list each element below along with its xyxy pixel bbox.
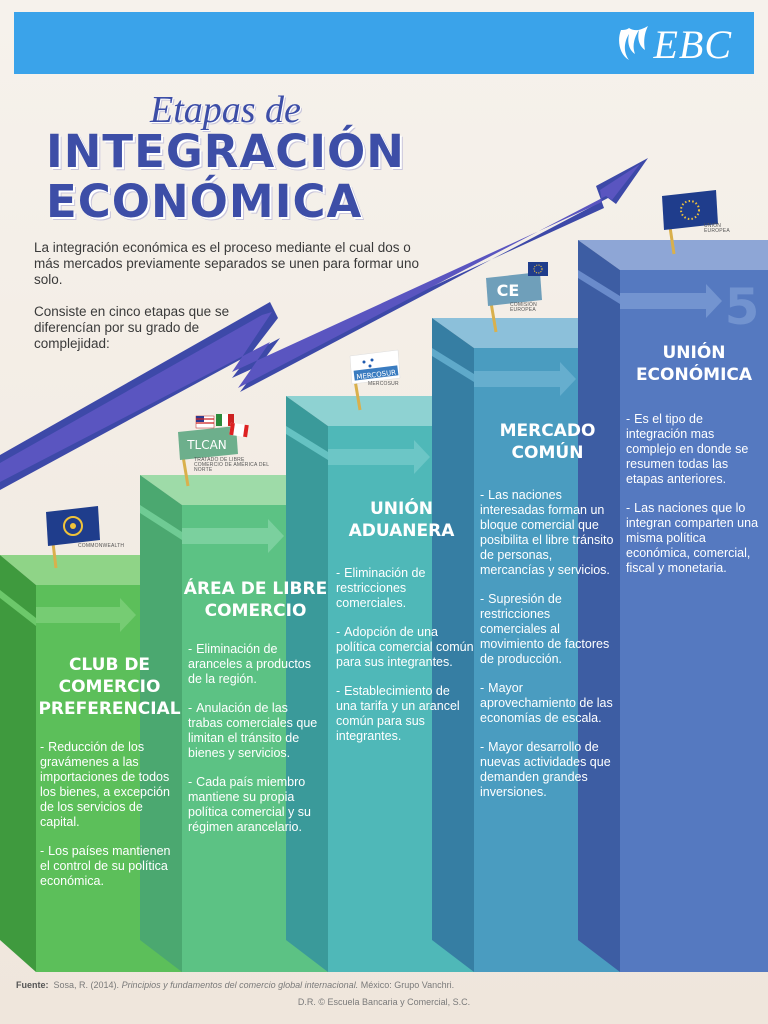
title-line-2: INTEGRACIÓN (46, 125, 405, 178)
intro-paragraph-2: Consiste en cinco etapas que se diferenc… (34, 304, 230, 351)
source-citation: Fuente: Sosa, R. (2014). Principios y fu… (16, 980, 455, 990)
stage-1-column: CLUB DE COMERCIO PREFERENCIAL -Reducción… (36, 654, 183, 903)
mercosur-flag-label: MERCOSUR (368, 381, 399, 387)
bullet-item: -Las naciones interesadas forman un bloq… (480, 488, 614, 577)
bullet-item: -Adopción de una política comercial comú… (336, 625, 474, 669)
stage-1-bullets: -Reducción de los gravámenes a las impor… (36, 740, 180, 889)
stage-2-column: ÁREA DE LIBRE COMERCIO -Eliminación de a… (182, 578, 329, 849)
bullet-item: -Los países mantienen el control de su p… (40, 844, 171, 888)
step-number-5: 5 (725, 278, 760, 336)
title-line-1: Etapas de (150, 89, 301, 131)
step-5-block: 5 (578, 240, 768, 972)
copyright-notice: D.R. © Escuela Bancaria y Comercial, S.C… (297, 997, 471, 1007)
stage-5-title: UNIÓN ECONÓMICA (635, 343, 753, 385)
eu-flag-label: UNIÓN EUROPEA (704, 223, 730, 234)
bullet-item: -Mayor aprovechamiento de las economías … (480, 681, 613, 725)
header-bar: EBC (14, 12, 754, 74)
stage-4-column: MERCADO COMÚN -Las naciones interesadas … (474, 420, 621, 814)
bullet-item: -Supresión de restricciones comerciales … (480, 592, 610, 666)
ce-flag-icon: CE (486, 262, 548, 333)
stage-1-title: CLUB DE COMERCIO PREFERENCIAL (38, 655, 181, 719)
tlcan-flag-icon: TLCAN (178, 414, 249, 487)
mercosur-flag-icon: MERCOSUR (349, 349, 401, 411)
ce-flag-label: COMISIÓN EUROPEA (510, 302, 537, 313)
tlcan-flag-label: TRATADO DE LIBRE COMERCIO DE AMÉRICA DEL… (194, 457, 269, 473)
ce-flag-text: CE (497, 281, 520, 300)
bullet-item: -Reducción de los gravámenes a las impor… (40, 740, 170, 829)
eu-flag-icon (662, 190, 718, 255)
commonwealth-flag-icon (46, 506, 100, 569)
stage-4-bullets: -Las naciones interesadas forman un bloq… (474, 488, 620, 800)
ebc-logo[interactable]: EBC (615, 21, 732, 67)
bullet-item: -Eliminación de aranceles a productos de… (188, 642, 311, 686)
bullet-item: -Es el tipo de integración mas complejo … (626, 412, 749, 486)
tlcan-flag-text: TLCAN (186, 438, 227, 452)
logo-text: EBC (653, 21, 732, 67)
stage-3-column: UNIÓN ADUANERA -Eliminación de restricci… (328, 498, 475, 758)
bullet-item: -Establecimiento de una tarifa y un aran… (336, 684, 460, 743)
bullet-item: -Las naciones que lo integran comparten … (626, 501, 759, 575)
stage-3-bullets: -Eliminación de restricciones comerciale… (328, 566, 474, 744)
stage-2-bullets: -Eliminación de aranceles a productos de… (182, 642, 326, 835)
stage-5-column: UNIÓN ECONÓMICA -Es el tipo de integraci… (620, 342, 768, 590)
stage-5-bullets: -Es el tipo de integración mas complejo … (620, 412, 766, 576)
flame-logo-icon (619, 26, 649, 60)
title-line-3: ECONÓMICA (46, 175, 363, 228)
bullet-item: -Cada país miembro mantiene su propia po… (188, 775, 311, 834)
bullet-item: -Eliminación de restricciones comerciale… (336, 566, 426, 610)
stage-2-title: ÁREA DE LIBRE COMERCIO (183, 579, 328, 621)
stage-3-title: UNIÓN ADUANERA (348, 499, 455, 541)
intro-paragraph: La integración económica es el proceso m… (34, 240, 419, 287)
bullet-item: -Anulación de las trabas comerciales que… (188, 701, 318, 760)
commonwealth-flag-label: COMMONWEALTH (78, 543, 125, 549)
stage-4-title: MERCADO COMÚN (499, 421, 596, 463)
bullet-item: -Mayor desarrollo de nuevas actividades … (480, 740, 611, 799)
